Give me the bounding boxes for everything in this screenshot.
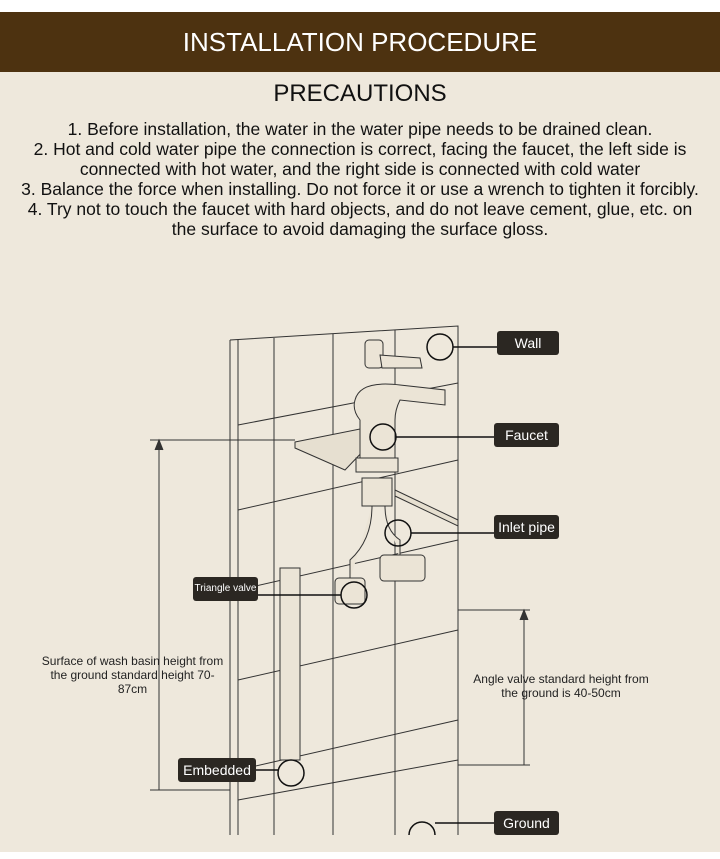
embedded-label: Embedded [178, 758, 256, 782]
precaution-item: 2. Hot and cold water pipe the connectio… [33, 139, 687, 179]
page-title: INSTALLATION PROCEDURE [0, 12, 720, 72]
faucet-drawing [279, 339, 446, 761]
precaution-item: 1. Before installation, the water in the… [67, 119, 653, 139]
basin-height-note: Surface of wash basin height from the gr… [41, 654, 224, 696]
triangle-valve-label: Triangle valve [193, 577, 258, 601]
inlet-pipe-label: Inlet pipe [494, 515, 559, 539]
section-title: PRECAUTIONS [273, 80, 447, 107]
precaution-item: 4. Try not to touch the faucet with hard… [27, 199, 693, 239]
dimension-lines [150, 438, 530, 791]
wall-label: Wall [497, 331, 559, 355]
faucet-label: Faucet [494, 423, 559, 447]
precautions-list: 1. Before installation, the water in the… [20, 119, 700, 239]
angle-valve-note: Angle valve standard height from the gro… [473, 672, 649, 700]
precaution-item: 3. Balance the force when installing. Do… [21, 179, 699, 199]
ground-label: Ground [494, 811, 559, 835]
callouts [255, 333, 497, 836]
